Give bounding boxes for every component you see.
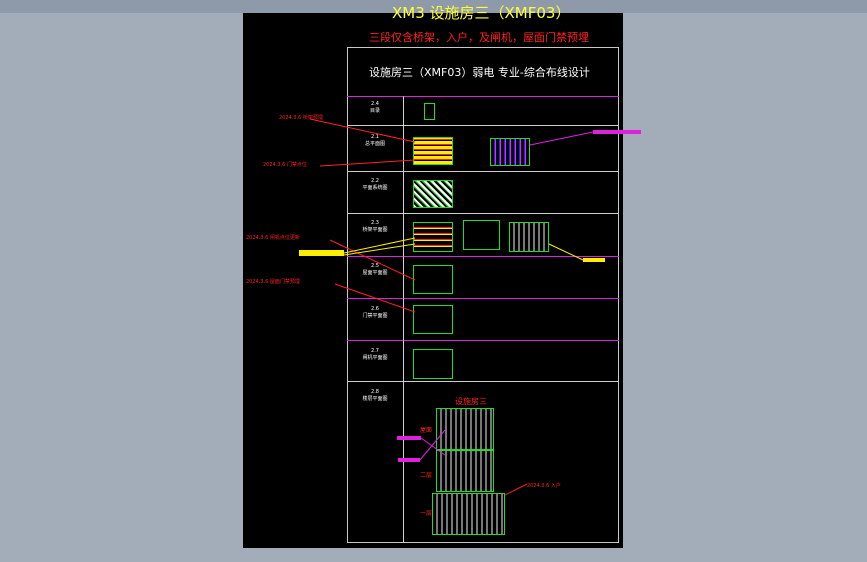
sheet-thumbnail[interactable]: [413, 222, 453, 252]
floor-label: 一层: [420, 510, 433, 517]
leader-line: [334, 283, 416, 313]
row-number: 2.5: [371, 263, 379, 269]
revision-note: 2024.3.6 屋面门禁预埋: [246, 279, 300, 285]
floor-plan-roof[interactable]: [436, 408, 494, 450]
floor-label: 二层: [420, 472, 433, 479]
row-label: 桥架平面图: [362, 227, 388, 233]
drawing-title: XM3 设施房三（XMF03）: [392, 4, 571, 22]
floor-plan-1f[interactable]: [432, 493, 505, 535]
drawing-subtitle: 三段仅含桥架，入户，及闸机，屋面门禁预埋: [369, 31, 589, 44]
yellow-callout: [299, 250, 344, 256]
row-divider: [347, 171, 619, 172]
row-divider: [347, 340, 619, 341]
leader-line: [319, 159, 416, 167]
magenta-callout: [398, 458, 420, 462]
sheet-thumbnail[interactable]: [424, 103, 435, 120]
revision-note: 2024.3.6 闸机点位更新: [246, 235, 300, 241]
floor-label: 屋面: [420, 427, 433, 434]
row-label: 屋面平面图: [362, 270, 388, 276]
row-number: 2.3: [371, 220, 379, 226]
index-table-frame: [347, 47, 619, 543]
row-label: 门禁平面图: [362, 313, 388, 319]
row-number: 2.6: [371, 306, 379, 312]
revision-note: 2024.3.6 门禁点位: [263, 162, 307, 168]
sheet-thumbnail[interactable]: [413, 137, 453, 165]
sheet-thumbnail[interactable]: [413, 305, 453, 334]
column-divider: [403, 96, 404, 543]
magenta-callout: [593, 130, 641, 134]
floor-plan-2f[interactable]: [436, 450, 494, 492]
row-label: 闸机平面图: [362, 355, 388, 361]
row-label: 平面系统图: [362, 185, 388, 191]
leader-line: [419, 429, 446, 461]
leader-line: [504, 483, 528, 496]
magenta-callout: [397, 436, 421, 440]
row-number: 2.7: [371, 348, 379, 354]
sheet-thumbnail[interactable]: [413, 180, 453, 208]
row-label: 目录: [369, 108, 380, 114]
row-divider: [347, 213, 619, 214]
row-divider: [347, 125, 619, 126]
revision-note: 2024.3.6 入户: [527, 483, 561, 489]
leader-line: [529, 131, 594, 146]
leader-line: [329, 239, 416, 281]
row-number: 2.4: [371, 101, 379, 107]
row-number: 2.8: [371, 389, 379, 395]
leader-line: [343, 237, 416, 254]
table-header: 设施房三（XMF03）弱电 专业-综合布线设计: [369, 66, 590, 79]
sheet-thumbnail[interactable]: [490, 138, 530, 166]
leader-line: [548, 243, 584, 261]
row-divider: [347, 256, 619, 257]
yellow-callout: [583, 258, 605, 262]
building-title: 设施房三: [455, 397, 487, 406]
leader-line: [343, 243, 416, 256]
row-number: 2.2: [371, 178, 379, 184]
sheet-thumbnail[interactable]: [509, 222, 549, 252]
sheet-thumbnail[interactable]: [463, 220, 500, 250]
row-label: 总平面图: [364, 141, 385, 147]
viewport-top-band: [0, 0, 867, 13]
row-number: 2.1: [371, 134, 379, 140]
sheet-thumbnail[interactable]: [413, 265, 453, 294]
revision-note: 2024.3.6 桥架预埋: [279, 115, 323, 121]
row-label: 楼层平面图: [362, 396, 388, 402]
row-divider: [347, 381, 619, 382]
row-divider: [347, 96, 619, 97]
sheet-thumbnail[interactable]: [413, 349, 453, 379]
leader-line: [420, 437, 446, 456]
leader-line: [309, 118, 416, 143]
row-divider: [347, 298, 619, 299]
